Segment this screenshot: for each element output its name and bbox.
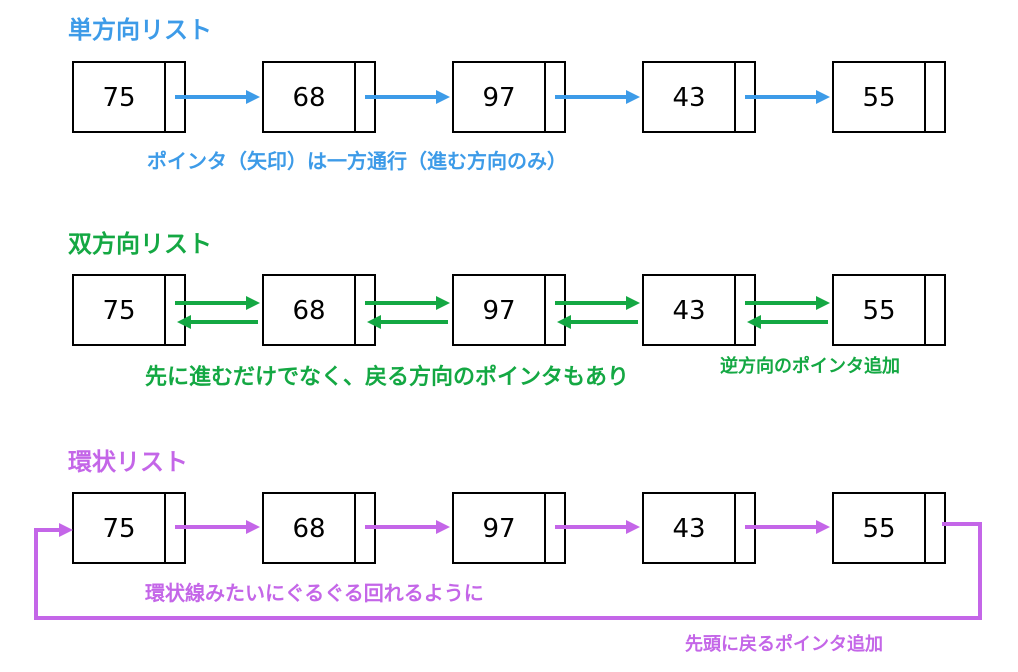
node-2: 68 <box>262 274 376 346</box>
annotation: ポインタ（矢印）は一方通行（進む方向のみ） <box>147 149 567 173</box>
arrowhead <box>246 520 260 534</box>
node-value: 43 <box>672 83 705 113</box>
arrowhead <box>816 90 830 104</box>
arrowhead <box>436 520 450 534</box>
arrowhead <box>436 90 450 104</box>
node-1: 75 <box>72 492 186 564</box>
node-value: 55 <box>862 83 895 113</box>
section-title: 環状リスト <box>68 448 188 476</box>
node-value: 75 <box>102 296 135 326</box>
node-5: 55 <box>832 61 946 133</box>
arrowhead <box>626 520 640 534</box>
node-3: 97 <box>452 492 566 564</box>
arrowhead <box>59 523 73 537</box>
section-title: 双方向リスト <box>68 230 212 258</box>
node-value: 68 <box>292 83 325 113</box>
node-value: 55 <box>862 514 895 544</box>
arrowhead <box>557 315 571 329</box>
arrowhead <box>246 296 260 310</box>
annotation: 先に進むだけでなく、戻る方向のポインタもあり <box>145 364 629 390</box>
node-value: 97 <box>482 83 515 113</box>
node-value: 68 <box>292 514 325 544</box>
forward-arrows <box>175 520 830 534</box>
node-value: 43 <box>672 514 705 544</box>
arrowhead <box>177 315 191 329</box>
arrowhead <box>816 296 830 310</box>
node-value: 55 <box>862 296 895 326</box>
return-to-head-arrow <box>34 522 982 620</box>
forward-arrows <box>175 90 830 104</box>
node-value: 97 <box>482 514 515 544</box>
annotation-head-pointer: 先頭に戻るポインタ追加 <box>685 633 883 655</box>
arrowhead <box>747 315 761 329</box>
node-4: 43 <box>642 274 756 346</box>
node-1: 75 <box>72 274 186 346</box>
section-title: 単方向リスト <box>68 16 212 44</box>
singly-linked-list-section: 単方向リスト 75 68 97 43 55 <box>68 16 946 173</box>
arrowhead <box>246 90 260 104</box>
node-value: 97 <box>482 296 515 326</box>
arrowhead <box>626 90 640 104</box>
annotation-reverse-pointer: 逆方向のポインタ追加 <box>720 355 900 377</box>
node-3: 97 <box>452 274 566 346</box>
arrowhead <box>436 296 450 310</box>
node-4: 43 <box>642 61 756 133</box>
arrowhead <box>367 315 381 329</box>
node-2: 68 <box>262 61 376 133</box>
backward-arrows <box>177 315 828 329</box>
annotation: 環状線みたいにぐるぐる回れるように <box>145 581 484 605</box>
node-2: 68 <box>262 492 376 564</box>
node-value: 68 <box>292 296 325 326</box>
node-1: 75 <box>72 61 186 133</box>
node-3: 97 <box>452 61 566 133</box>
node-4: 43 <box>642 492 756 564</box>
circular-linked-list-section: 環状リスト 75 68 97 43 55 <box>34 448 982 655</box>
node-value: 75 <box>102 83 135 113</box>
arrowhead <box>816 520 830 534</box>
node-value: 43 <box>672 296 705 326</box>
node-5: 55 <box>832 274 946 346</box>
doubly-linked-list-section: 双方向リスト 75 68 97 43 55 <box>68 230 946 390</box>
node-5: 55 <box>832 492 946 564</box>
forward-arrows <box>175 296 830 310</box>
arrowhead <box>626 296 640 310</box>
node-value: 75 <box>102 514 135 544</box>
